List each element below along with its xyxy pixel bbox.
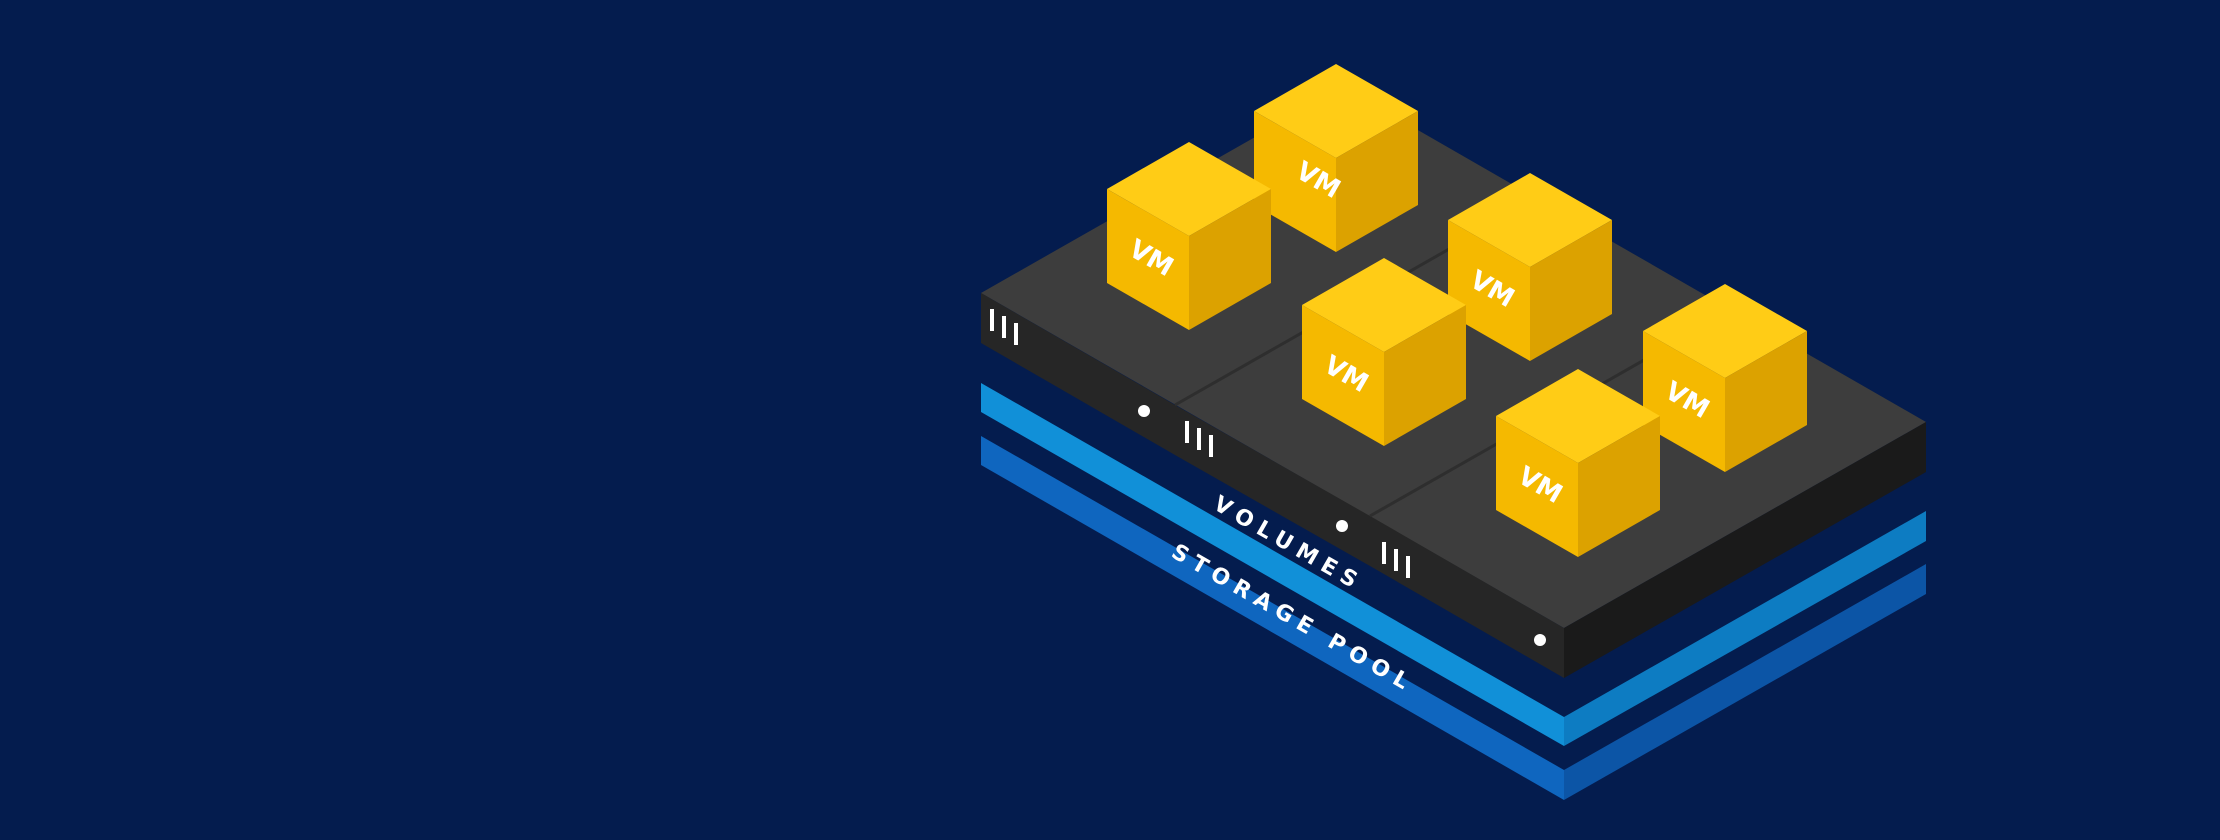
volumes-side <box>1564 511 1926 746</box>
vm-cube-6-right <box>1578 416 1660 557</box>
vm-cube-3-left <box>1448 220 1530 361</box>
vm-cube-6: VM <box>1496 369 1660 557</box>
vm-cube-5-left <box>1643 331 1725 472</box>
vm-cube-2-right <box>1189 189 1271 330</box>
server-1 <box>981 293 1175 455</box>
vm-cube-1: VM <box>1254 64 1418 252</box>
storage-pool-front <box>981 436 1564 800</box>
server-3 <box>1370 516 1564 678</box>
server-2 <box>1175 405 1370 566</box>
vm-cube-3: VM <box>1448 173 1612 361</box>
vm-cube-2: VM <box>1107 142 1271 330</box>
vm-cube-1-left <box>1254 111 1336 252</box>
vm-cube-5-right <box>1725 331 1807 472</box>
vm-cube-4-left <box>1302 305 1384 446</box>
server-1-front <box>981 293 1175 455</box>
server-2-power-led-icon <box>1336 520 1348 532</box>
server-3-power-led-icon <box>1534 634 1546 646</box>
vm-cube-4-right <box>1384 305 1466 446</box>
vm-cube-3-right <box>1530 220 1612 361</box>
server-platform-side <box>1564 422 1926 678</box>
vm-cube-2-left <box>1107 189 1189 330</box>
vm-cube-1-right <box>1336 111 1418 252</box>
vm-cube-6-left <box>1496 416 1578 557</box>
volumes-layer: VOLUMES <box>981 383 1926 746</box>
vm-cube-5: VM <box>1643 284 1807 472</box>
server-2-front <box>1175 405 1370 566</box>
vm-cube-4: VM <box>1302 258 1466 446</box>
storage-pool-side <box>1564 564 1926 800</box>
server-1-power-led-icon <box>1138 405 1150 417</box>
volumes-front <box>981 383 1564 746</box>
server-3-front <box>1370 516 1564 678</box>
